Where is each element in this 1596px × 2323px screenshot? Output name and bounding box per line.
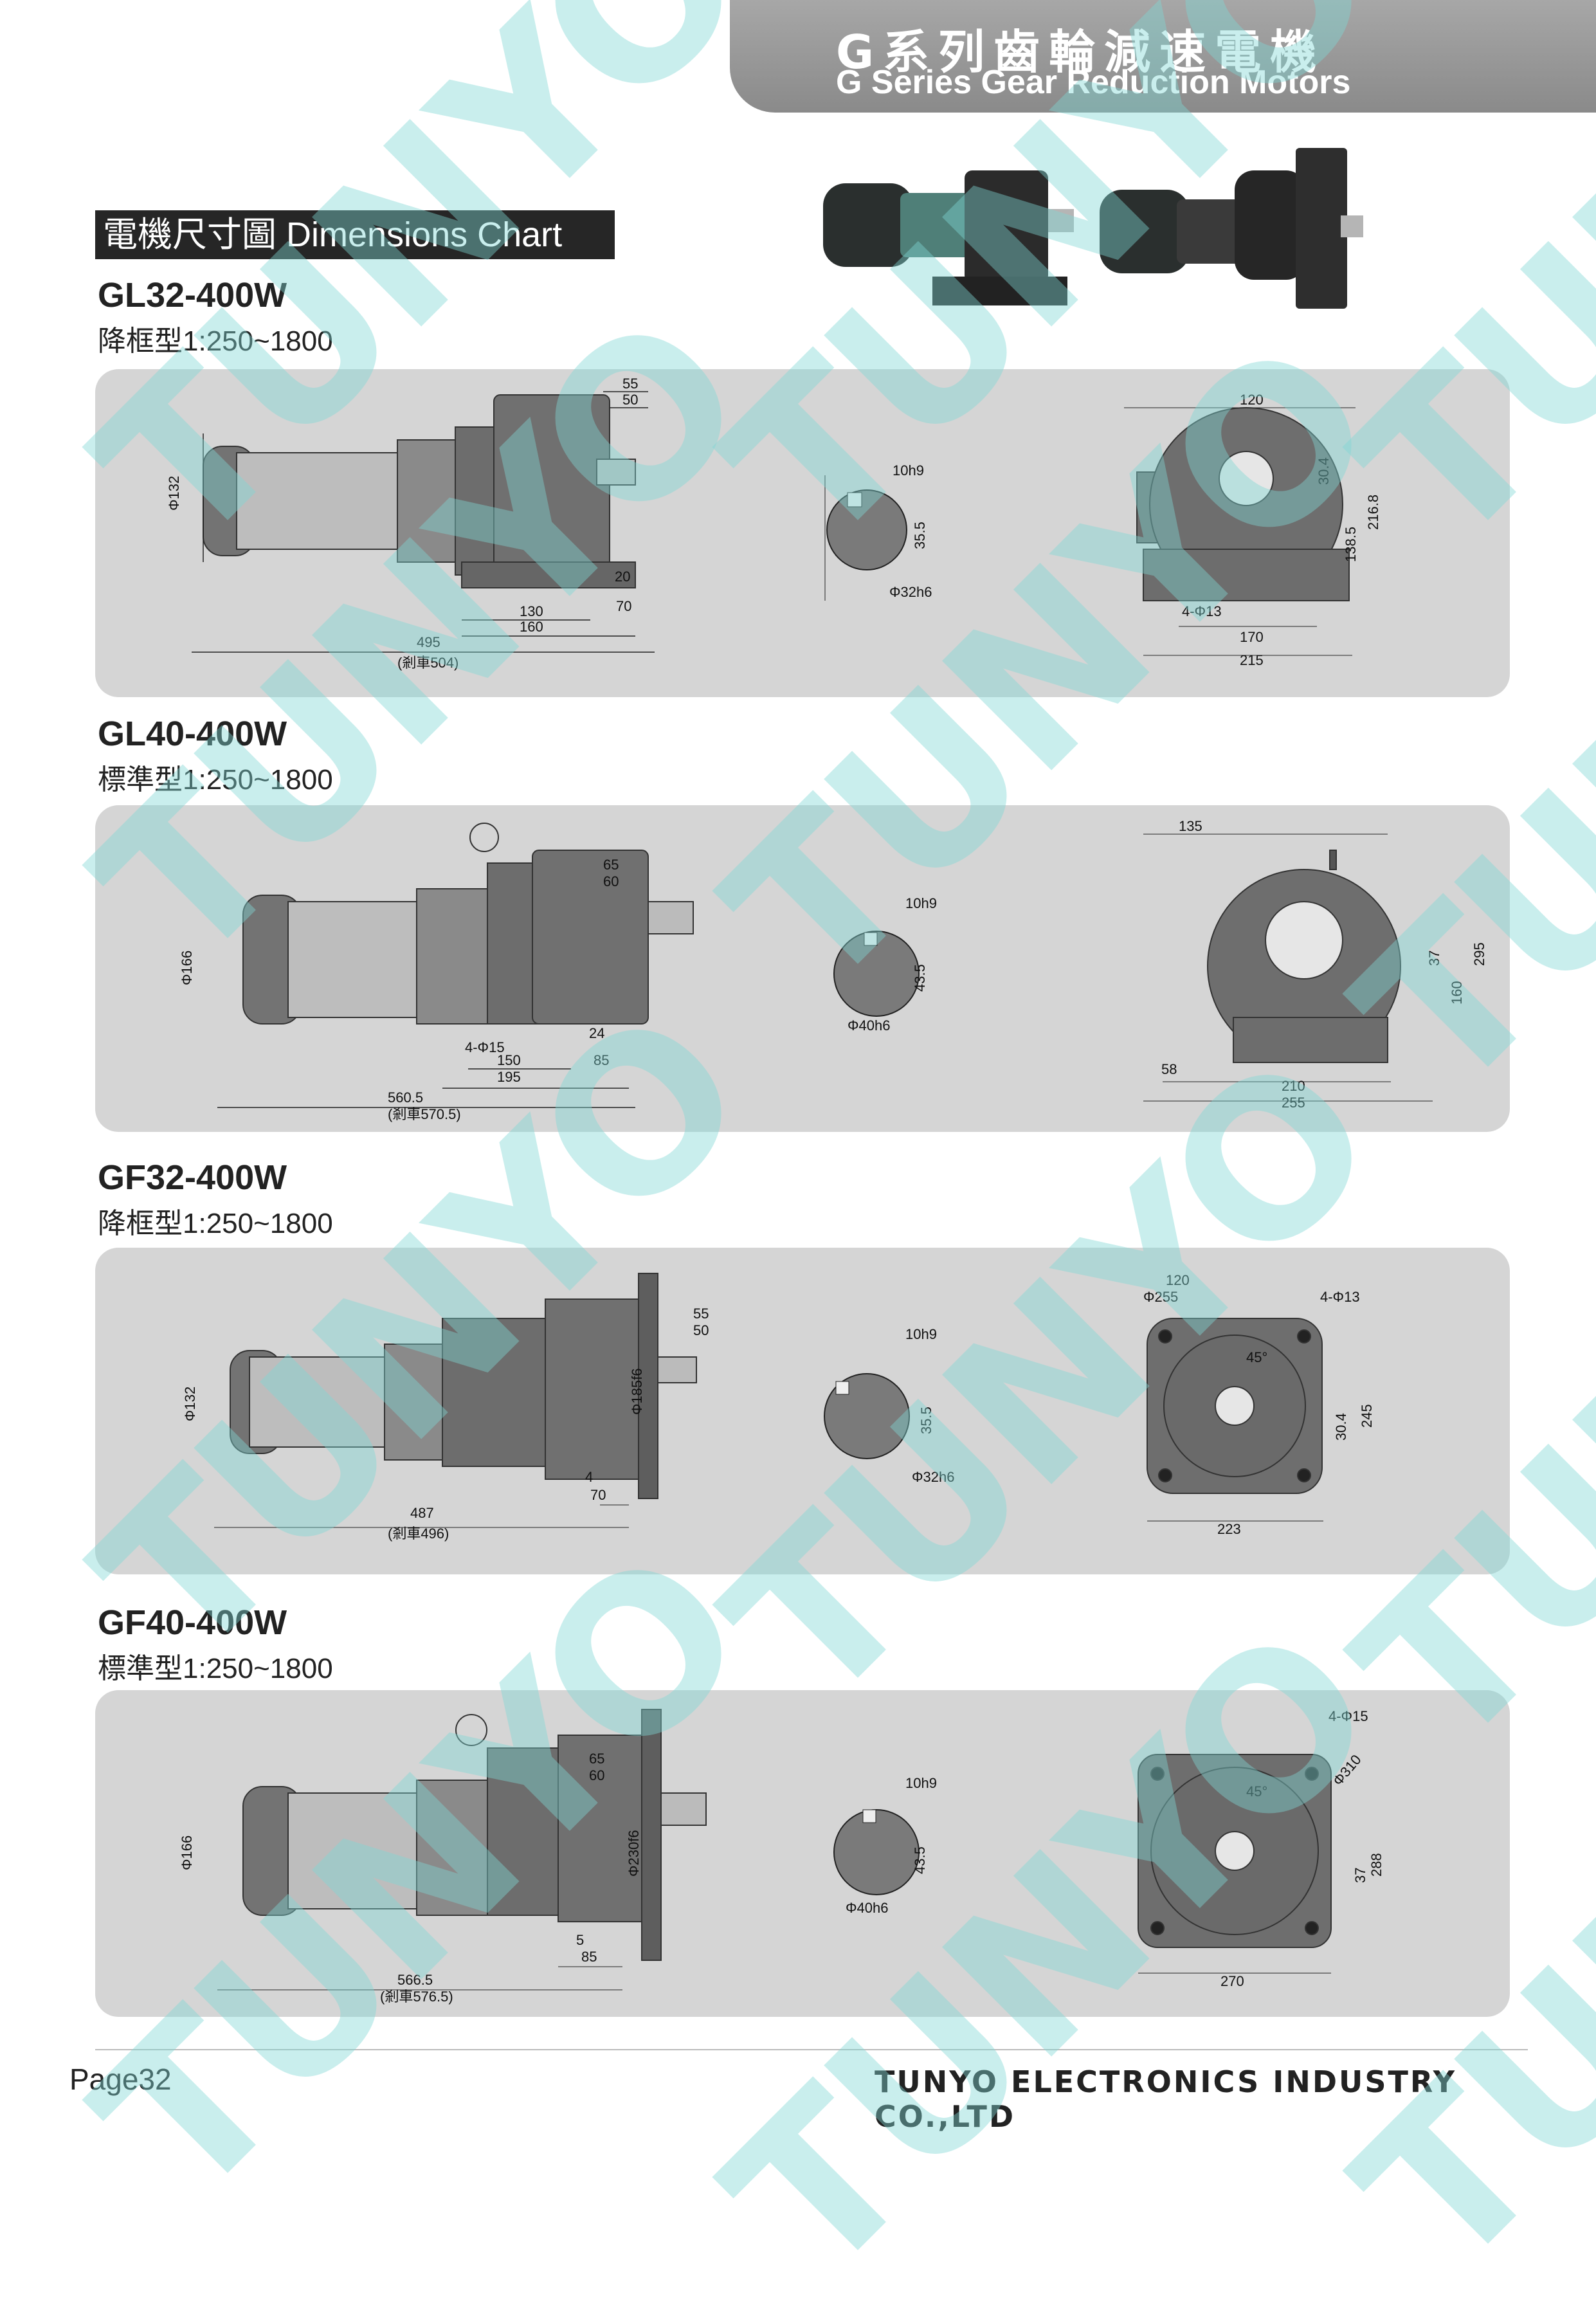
- dim-front-b: 160: [1449, 981, 1465, 1005]
- dim-shaft-length: 55: [693, 1306, 709, 1322]
- dim-motor-diameter: Φ132: [182, 1387, 198, 1421]
- dim-overall-length: 495: [417, 634, 440, 650]
- dim-key-length: 50: [622, 392, 638, 408]
- dim-key-width: 10h9: [905, 895, 937, 911]
- dim-foot-holes: 4-Φ15: [465, 1039, 505, 1055]
- model-ratio: 降框型1:250~1800: [98, 325, 333, 357]
- dim-front-pcd: Φ255: [1143, 1289, 1178, 1305]
- dim-front-c: 216.8: [1365, 495, 1381, 530]
- model-ratio: 標準型1:250~1800: [98, 1653, 333, 1684]
- model-ratio: 降框型1:250~1800: [98, 1208, 333, 1239]
- footer-divider: [95, 2049, 1528, 2050]
- dim-motor-diameter: Φ166: [179, 951, 195, 985]
- dim-front-w1: 170: [1240, 629, 1264, 645]
- dim-front-b: 138.5: [1343, 527, 1359, 562]
- dimension-panel-gf32: 55 50 Φ185f6 4 70 487 (剎車496) Φ132 10h9 …: [95, 1248, 1510, 1574]
- dim-front-top: 135: [1179, 818, 1202, 834]
- dim-shaft-height: 35.5: [918, 1407, 934, 1434]
- dim-foot-edge: 85: [594, 1052, 609, 1068]
- dim-flange-thickness: 4: [585, 1469, 593, 1485]
- dimension-panel-gl32: 55 50 20 130 160 70 495 (剎車504) Φ132 10h…: [95, 369, 1510, 697]
- dim-motor-diameter: Φ132: [166, 476, 182, 511]
- dim-front-top: 120: [1240, 392, 1264, 408]
- dim-foot-height: 20: [615, 569, 630, 585]
- dim-foot-width-1: 150: [497, 1052, 521, 1068]
- dim-front-a: 30.4: [1316, 457, 1332, 485]
- dim-front-top: 120: [1166, 1272, 1190, 1288]
- dim-foot-edge: 70: [616, 598, 631, 614]
- dim-front-holes: 4-Φ13: [1320, 1289, 1360, 1305]
- dim-brake-length: (剎車570.5): [388, 1106, 461, 1122]
- dim-front-w2: 255: [1282, 1095, 1305, 1111]
- dim-overall-length: 566.5: [397, 1972, 433, 1988]
- dim-front-holes: 4-Φ13: [1182, 603, 1222, 619]
- dim-shaft-length: 65: [589, 1751, 604, 1767]
- dim-front-angle: 45°: [1246, 1349, 1267, 1365]
- dim-front-w2: 215: [1240, 652, 1264, 668]
- dim-key-length: 60: [589, 1767, 604, 1783]
- dim-shaft-diameter: Φ32h6: [889, 584, 932, 600]
- dim-brake-length: (剎車496): [388, 1526, 449, 1542]
- dim-flange-diameter: Φ230f6: [626, 1830, 642, 1877]
- dim-key-width: 10h9: [893, 462, 924, 478]
- dim-brake-length: (剎車504): [397, 655, 458, 671]
- header-title-cn: G系列齒輪減速電機: [836, 25, 1326, 79]
- dimension-panel-gl40: 65 60 24 4-Φ15 150 195 85 560.5 (剎車570.5…: [95, 805, 1510, 1132]
- dim-brake-length: (剎車576.5): [380, 1989, 453, 2005]
- dim-front-c: 295: [1471, 942, 1487, 966]
- dim-foot-edge: 70: [590, 1487, 606, 1503]
- product-photo-flange-mount: [1100, 148, 1363, 309]
- dim-flange-thickness: 5: [576, 1932, 584, 1948]
- header-banner: [730, 0, 1596, 113]
- model-name: GL40-400W: [98, 715, 287, 753]
- dim-overall-length: 560.5: [388, 1089, 423, 1106]
- section-title: 電機尺寸圖 Dimensions Chart: [95, 210, 615, 259]
- dimension-panel-gf40: 65 60 Φ230f6 5 85 566.5 (剎車576.5) Φ166 1…: [95, 1690, 1510, 2017]
- dim-key-length: 50: [693, 1322, 709, 1338]
- page-number: Page32: [69, 2063, 172, 2096]
- dim-flange-diameter: Φ185f6: [629, 1368, 645, 1415]
- drawing-gl40: 65 60 24 4-Φ15 150 195 85 560.5 (剎車570.5…: [179, 818, 1487, 1122]
- dim-front-c: 245: [1359, 1404, 1375, 1428]
- dim-front-w1: 210: [1282, 1078, 1305, 1094]
- dim-motor-diameter: Φ166: [179, 1836, 195, 1870]
- dim-front-w: 223: [1217, 1521, 1241, 1537]
- dim-foot-width-2: 195: [497, 1069, 521, 1085]
- model-name: GF32-400W: [98, 1158, 287, 1197]
- dim-front-angle: 45°: [1246, 1783, 1267, 1799]
- dim-front-w: 270: [1220, 1973, 1244, 1989]
- dim-key-length: 60: [603, 873, 619, 889]
- drawing-gf32: 55 50 Φ185f6 4 70 487 (剎車496) Φ132 10h9 …: [182, 1272, 1375, 1542]
- dim-shaft-diameter: Φ40h6: [848, 1017, 891, 1034]
- product-photo-foot-mount: [823, 170, 1074, 305]
- dim-front-a: 37: [1352, 1868, 1368, 1883]
- model-ratio: 標準型1:250~1800: [98, 764, 333, 796]
- dim-front-holes: 4-Φ15: [1328, 1708, 1368, 1724]
- dim-shaft-diameter: Φ32h6: [912, 1469, 955, 1485]
- header-title-en: G Series Gear Reduction Motors: [836, 64, 1351, 101]
- dim-front-a: 37: [1426, 951, 1442, 966]
- dim-front-c: 288: [1368, 1853, 1384, 1877]
- dim-shaft-height: 43.5: [912, 964, 928, 992]
- drawing-gf40: 65 60 Φ230f6 5 85 566.5 (剎車576.5) Φ166 1…: [179, 1708, 1384, 2005]
- dim-shaft-diameter: Φ40h6: [846, 1900, 889, 1916]
- model-name: GF40-400W: [98, 1603, 287, 1642]
- company-name: TUNYO ELECTRONICS INDUSTRY CO.,LTD: [875, 2064, 1457, 2134]
- dim-foot-width-2: 160: [520, 619, 543, 635]
- model-name: GL32-400W: [98, 276, 287, 314]
- dim-front-pcd: Φ310: [1330, 1752, 1365, 1789]
- dim-front-small: 58: [1161, 1061, 1177, 1077]
- dim-shaft-height: 43.5: [912, 1846, 928, 1874]
- dim-foot-height: 24: [589, 1025, 604, 1041]
- dim-shaft-length: 55: [622, 376, 638, 392]
- dim-foot-width-1: 130: [520, 603, 543, 619]
- dim-shaft-height: 35.5: [912, 522, 928, 549]
- dim-key-width: 10h9: [905, 1326, 937, 1342]
- drawing-gl32: 55 50 20 130 160 70 495 (剎車504) Φ132 10h…: [166, 376, 1381, 671]
- dim-key-width: 10h9: [905, 1775, 937, 1791]
- dim-shaft-length: 65: [603, 857, 619, 873]
- dim-foot-edge: 85: [581, 1949, 597, 1965]
- dim-front-a: 30.4: [1333, 1413, 1349, 1441]
- dim-overall-length: 487: [410, 1505, 434, 1521]
